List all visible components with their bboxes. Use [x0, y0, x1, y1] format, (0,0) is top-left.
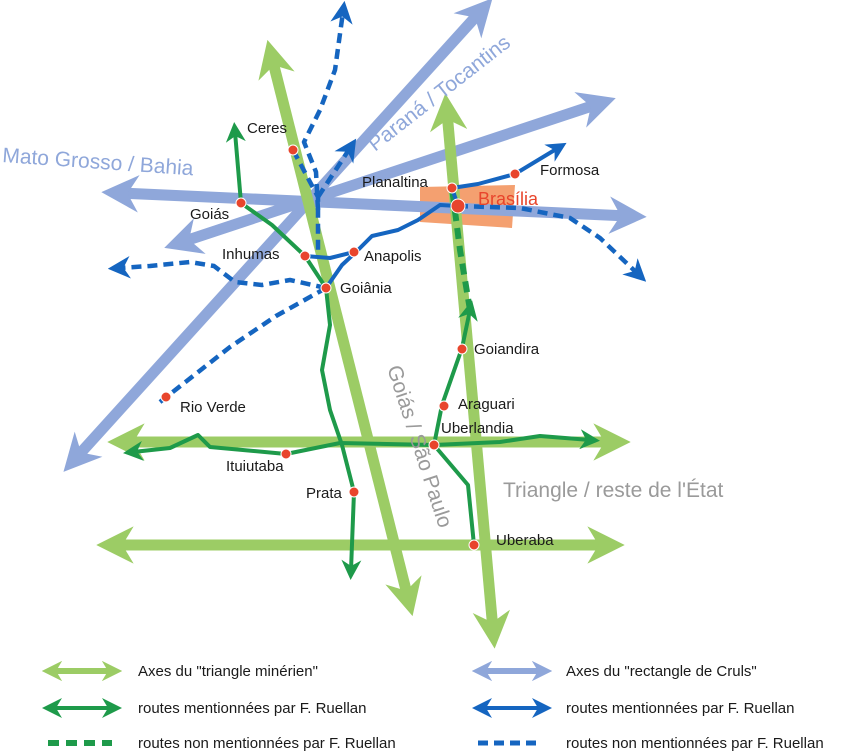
route-inhumas-anapolis — [303, 250, 356, 260]
dot-araguari — [438, 400, 450, 412]
dashed-rio-verde-goiania — [158, 286, 328, 404]
label-goiandira: Goiandira — [474, 341, 540, 358]
legend-label-green-dashed: routes non mentionnées par F. Ruellan — [138, 735, 396, 752]
dot-goias — [235, 197, 247, 209]
dot-goiania — [320, 282, 332, 294]
green-dashed-goiandira-planaltina — [449, 187, 473, 311]
label-anapolis: Anapolis — [364, 248, 422, 265]
label-ceres: Ceres — [247, 120, 287, 137]
dot-uberlandia — [428, 439, 440, 451]
dot-prata — [348, 486, 360, 498]
dot-planaltina — [446, 182, 458, 194]
label-goias: Goiás — [190, 206, 229, 223]
label-ituiutaba: Ituiutaba — [226, 458, 284, 475]
dashed-north-ceres — [301, 0, 353, 211]
route-ituiutaba-uberlandia — [123, 433, 436, 461]
legend-label-triangle-axes: Axes du "triangle minérien" — [138, 663, 318, 680]
axis-label-mato-grosso-bahia: Mato Grosso / Bahia — [2, 144, 195, 180]
dashed-west-goiania — [107, 256, 327, 291]
axis-label-triangle-reste: Triangle / reste de l'État — [503, 479, 724, 502]
legend-label-blue-dashed: routes non mentionnées par F. Ruellan — [566, 735, 824, 752]
route-uberlandia-goiandira — [432, 300, 478, 447]
route-uberlandia-east — [432, 429, 600, 450]
label-inhumas: Inhumas — [222, 246, 280, 263]
route-formosa-ne — [513, 142, 567, 176]
label-brasilia: Brasília — [478, 189, 539, 209]
blue-dashed-routes — [107, 0, 647, 404]
label-uberaba: Uberaba — [496, 532, 554, 549]
dot-ituiutaba — [280, 448, 292, 460]
dot-goiandira — [456, 343, 468, 355]
label-uberlandia: Uberlandia — [441, 420, 514, 437]
route-uberlandia-uberaba — [432, 443, 476, 547]
dashed-brasilia-east — [457, 203, 647, 282]
legend: Axes du "triangle minérien" routes menti… — [41, 660, 824, 752]
green-routes — [123, 122, 600, 580]
dot-brasilia — [450, 198, 466, 214]
dot-uberaba — [468, 539, 480, 551]
route-goias-goiania — [239, 201, 328, 290]
dot-inhumas — [299, 250, 311, 262]
legend-label-blue-routes: routes mentionnées par F. Ruellan — [566, 700, 794, 717]
dot-rio-verde — [160, 391, 172, 403]
dot-ceres — [287, 144, 299, 156]
label-planaltina: Planaltina — [362, 174, 429, 191]
label-prata: Prata — [306, 485, 343, 502]
label-goiania: Goiânia — [340, 280, 392, 297]
route-goias-north — [225, 122, 246, 205]
route-goiania-brasilia — [324, 203, 460, 290]
dot-anapolis — [348, 246, 360, 258]
legend-label-green-routes: routes mentionnées par F. Ruellan — [138, 700, 366, 717]
legend-label-cruls-axes: Axes du "rectangle de Cruls" — [566, 663, 757, 680]
dashed-ne-branch — [316, 138, 357, 199]
city-dots — [160, 144, 521, 551]
route-brasilia-planaltina — [450, 172, 517, 208]
blue-routes — [303, 142, 567, 290]
label-rio-verde: Rio Verde — [180, 399, 246, 416]
label-araguari: Araguari — [458, 396, 515, 413]
dot-formosa — [509, 168, 521, 180]
label-formosa: Formosa — [540, 162, 600, 179]
